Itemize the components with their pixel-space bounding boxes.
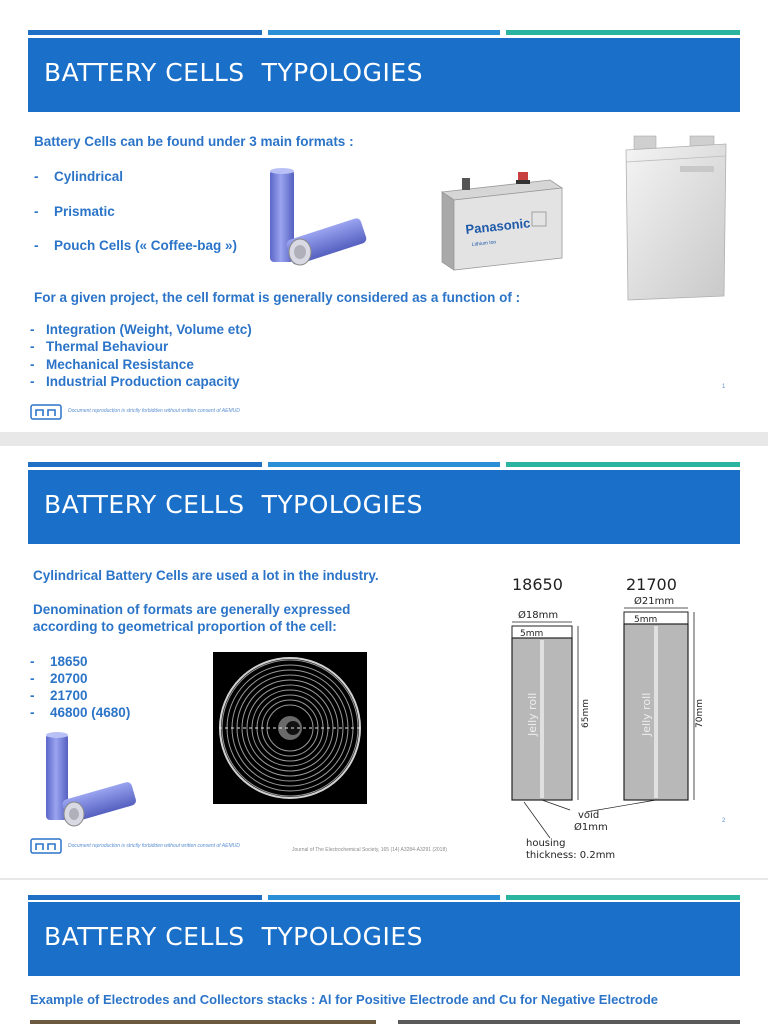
source-citation: Journal of The Electrochemical Society, …	[292, 847, 447, 853]
slide-gap	[0, 432, 768, 446]
slide-title-bar: BATTERY CELLS TYPOLOGIES	[28, 902, 740, 976]
slide-3: BATTERY CELLS TYPOLOGIES Example of Elec…	[0, 880, 768, 1024]
cylindrical-cell-image	[46, 732, 136, 827]
cell-a-height: 65mm	[581, 699, 591, 728]
prismatic-subtext: Lithium Ion	[472, 239, 497, 248]
cylindrical-cell-image	[270, 168, 367, 266]
cell-b-cap: 5mm	[634, 615, 657, 625]
prismatic-cell-image: Panasonic Lithium Ion	[440, 172, 564, 271]
jelly-roll-cross-section-image	[213, 652, 367, 804]
slide-1: BATTERY CELLS TYPOLOGIES Battery Cells c…	[0, 0, 768, 432]
stacks-intro: Example of Electrodes and Collectors sta…	[30, 992, 659, 1007]
format-item: -21700	[30, 688, 88, 703]
slide-2: BATTERY CELLS TYPOLOGIES Cylindrical Bat…	[0, 446, 768, 878]
cell-b-name: 21700	[626, 575, 677, 594]
formats-intro: Battery Cells can be found under 3 main …	[34, 134, 354, 149]
cell-b-diameter: Ø21mm	[634, 595, 674, 607]
format-item: -Prismatic	[34, 204, 115, 219]
top-accent-bars	[28, 895, 740, 900]
format-item: -18650	[30, 654, 88, 669]
slide-title: BATTERY CELLS TYPOLOGIES	[44, 58, 423, 87]
void-label: void	[578, 810, 599, 821]
collector-image-top-edge	[398, 1020, 740, 1024]
slide-title: BATTERY CELLS TYPOLOGIES	[44, 490, 423, 519]
footnote: Document reproduction is strictly forbid…	[68, 408, 240, 414]
cell-dimension-diagram: 18650 Ø18mm 5mm Jelly roll 65mm 21700 Ø2…	[511, 575, 705, 860]
denomination-line-1: Denomination of formats are generally ex…	[33, 602, 351, 617]
denomination-line-2: according to geometrical proportion of t…	[33, 619, 337, 634]
format-item: -20700	[30, 671, 88, 686]
slide-title-bar: BATTERY CELLS TYPOLOGIES	[28, 470, 740, 544]
housing-label: housing	[526, 838, 565, 849]
aemud-logo-icon	[30, 404, 62, 420]
cylindrical-intro: Cylindrical Battery Cells are used a lot…	[33, 568, 379, 583]
page-number: 2	[722, 818, 726, 824]
electrode-image-top-edge	[30, 1020, 376, 1024]
cell-a-roll: Jelly roll	[526, 693, 539, 737]
slide-title-bar: BATTERY CELLS TYPOLOGIES	[28, 38, 740, 112]
top-accent-bars	[28, 30, 740, 35]
slide-gap	[0, 878, 768, 880]
prismatic-brand: Panasonic	[465, 215, 531, 237]
footnote: Document reproduction is strictly forbid…	[68, 843, 240, 849]
cell-b-roll: Jelly roll	[640, 693, 653, 737]
factor-item: -Integration (Weight, Volume etc)	[30, 322, 252, 337]
aemud-logo-icon	[30, 838, 62, 854]
thickness-label: thickness: 0.2mm	[526, 850, 615, 860]
function-intro: For a given project, the cell format is …	[34, 290, 521, 305]
factor-item: -Mechanical Resistance	[30, 357, 194, 372]
void-value: Ø1mm	[574, 821, 608, 833]
top-accent-bars	[28, 462, 740, 467]
format-item: -Pouch Cells (« Coffee-bag »)	[34, 238, 238, 253]
slide-title: BATTERY CELLS TYPOLOGIES	[44, 922, 423, 951]
cell-b-height: 70mm	[695, 699, 705, 728]
cell-a-diameter: Ø18mm	[518, 609, 558, 621]
page-number: 1	[722, 384, 726, 390]
format-item: -Cylindrical	[34, 169, 124, 184]
cell-a-cap: 5mm	[520, 629, 543, 639]
cell-a-name: 18650	[512, 575, 563, 594]
factor-item: -Thermal Behaviour	[30, 339, 169, 354]
format-item: -46800 (4680)	[30, 705, 131, 720]
pouch-cell-image	[625, 135, 727, 301]
factor-item: -Industrial Production capacity	[30, 374, 240, 389]
